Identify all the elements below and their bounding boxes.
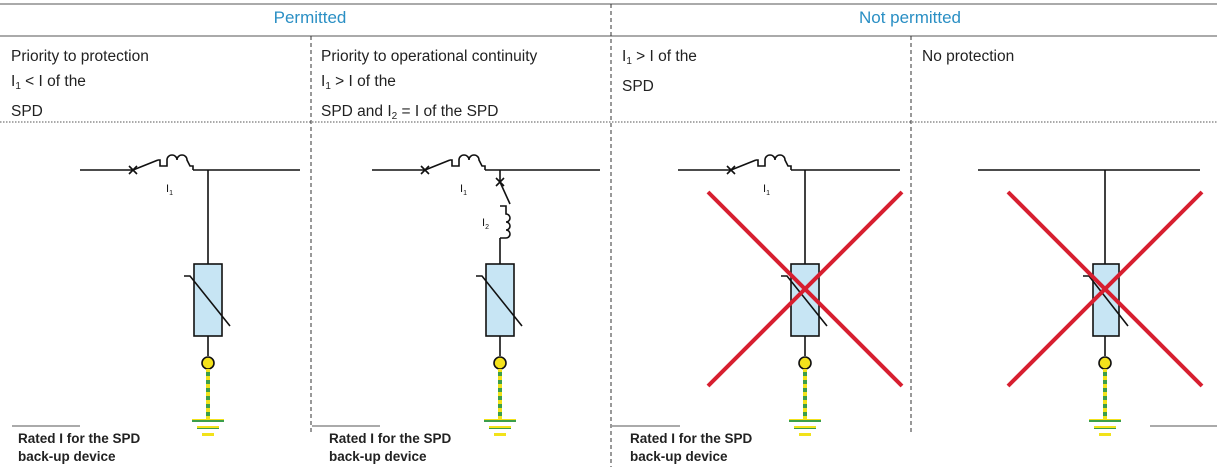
- not-permitted-header: Not permitted: [858, 8, 962, 27]
- permitted-header: Permitted: [273, 8, 347, 27]
- heading-line: SPD and I2 = I of the SPD: [321, 103, 499, 122]
- heading-line: I1 < I of the: [11, 73, 86, 92]
- footer-caption: Rated I for the SPD back-up device: [329, 430, 451, 466]
- heading-line: No protection: [922, 48, 1015, 65]
- heading-line: Priority to protection: [11, 48, 149, 65]
- circuit-no-protection: [978, 169, 1200, 370]
- red-cross-icon: [1006, 190, 1204, 388]
- heading-line: SPD: [11, 103, 43, 120]
- heading-line: Priority to operational continuity: [321, 48, 538, 65]
- label-i1: I1: [460, 183, 467, 197]
- earth-symbol: [192, 419, 224, 436]
- circuit-not-permitted-1: [678, 154, 900, 370]
- earth-symbol: [1089, 419, 1121, 436]
- heading-line: SPD: [622, 78, 654, 95]
- footer-line: back-up device: [329, 449, 427, 464]
- red-cross-icon: [706, 190, 904, 388]
- label-i2-sub: 2: [485, 224, 489, 231]
- heading-line: I1 > I of the: [321, 73, 396, 92]
- circuit-priority-protection: [80, 154, 300, 370]
- label-i2: I2: [482, 217, 489, 231]
- label-i1: I1: [763, 183, 770, 197]
- earth-conductor: [206, 369, 210, 419]
- earth-symbol: [484, 419, 516, 436]
- earth-conductor: [803, 369, 807, 419]
- column-heading-priority-protection: Priority to protection I1 < I of the SPD: [11, 44, 149, 124]
- footer-caption: Rated I for the SPD back-up device: [18, 430, 140, 466]
- footer-line: Rated I for the SPD: [18, 431, 141, 446]
- label-i1-sub: 1: [766, 190, 770, 197]
- label-i1: I1: [166, 183, 173, 197]
- footer-line: Rated I for the SPD: [329, 431, 452, 446]
- earth-conductor: [1103, 369, 1107, 419]
- circuit-priority-continuity: [372, 154, 600, 370]
- footer-line: back-up device: [18, 449, 116, 464]
- footer-line: back-up device: [630, 449, 728, 464]
- label-i1-sub: 1: [463, 190, 467, 197]
- label-i1-sub: 1: [169, 190, 173, 197]
- heading-line: I1 > I of the: [622, 48, 697, 67]
- earth-symbol: [789, 419, 821, 436]
- column-heading-not-permitted-1: I1 > I of the SPD: [622, 44, 697, 99]
- column-heading-priority-continuity: Priority to operational continuity I1 > …: [321, 44, 537, 129]
- earth-conductor: [498, 369, 502, 419]
- column-heading-no-protection: No protection: [922, 44, 1014, 69]
- footer-caption: Rated I for the SPD back-up device: [630, 430, 752, 466]
- footer-line: Rated I for the SPD: [630, 431, 753, 446]
